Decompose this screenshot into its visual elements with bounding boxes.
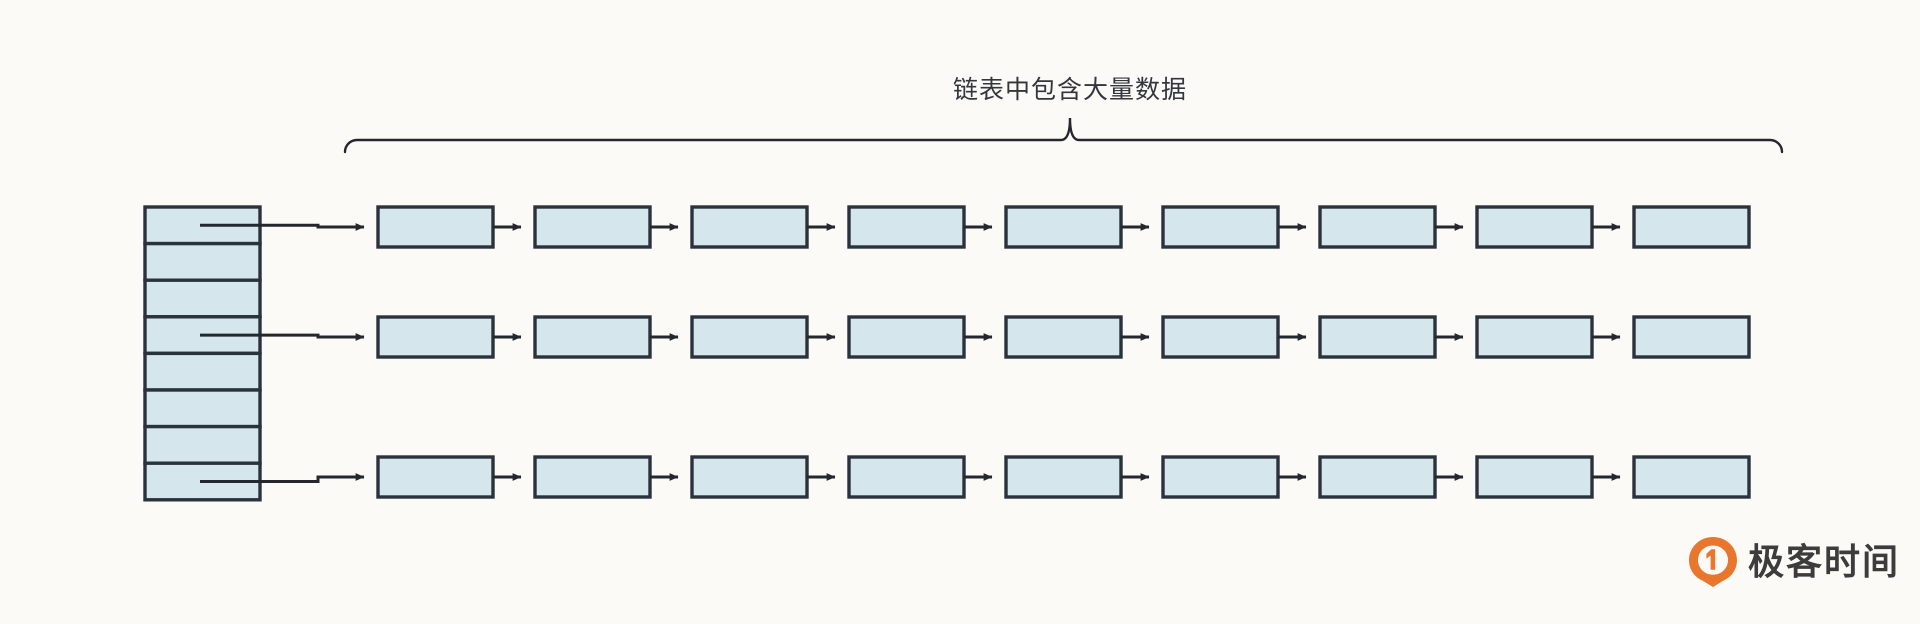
list-node [533, 455, 652, 499]
list-node [1318, 315, 1437, 359]
bucket-to-head-connector [260, 333, 365, 341]
array-cell [143, 241, 262, 282]
linked-list-chains [376, 205, 1751, 499]
list-node [376, 205, 495, 249]
list-node [1475, 315, 1594, 359]
array-cell [143, 278, 262, 319]
list-node [376, 455, 495, 499]
list-node [1004, 455, 1123, 499]
brand-logo-text: 极客时间 [1748, 541, 1901, 582]
list-node [1004, 315, 1123, 359]
list-node [1632, 205, 1751, 249]
list-node [1161, 315, 1280, 359]
brace-path [343, 117, 1784, 154]
list-node [1318, 205, 1437, 249]
list-node [847, 205, 966, 249]
list-node [1475, 455, 1594, 499]
diagram-caption: 链表中包含大量数据 [0, 70, 1920, 106]
list-node [1475, 205, 1594, 249]
list-node [533, 205, 652, 249]
bucket-to-chain-connectors [200, 223, 365, 483]
large-data-brace [343, 117, 1784, 154]
list-node [533, 315, 652, 359]
caption-text: 链表中包含大量数据 [952, 76, 1187, 104]
bucket-to-head-connector [260, 223, 365, 231]
array-cell [143, 351, 262, 392]
list-node [847, 455, 966, 499]
list-node [376, 315, 495, 359]
bucket-to-head-connector [260, 473, 365, 483]
list-node [1632, 315, 1751, 359]
brand-logo: 极客时间 [1688, 536, 1900, 588]
list-node [847, 315, 966, 359]
list-node [690, 315, 809, 359]
hash-bucket-array [143, 205, 262, 502]
array-cell [143, 424, 262, 465]
list-node [690, 455, 809, 499]
list-node [1632, 455, 1751, 499]
list-node [690, 205, 809, 249]
list-node [1004, 205, 1123, 249]
list-node [1161, 205, 1280, 249]
array-cell [143, 388, 262, 429]
list-node [1318, 455, 1437, 499]
geektime-pin-icon [1689, 537, 1737, 587]
list-node [1161, 455, 1280, 499]
